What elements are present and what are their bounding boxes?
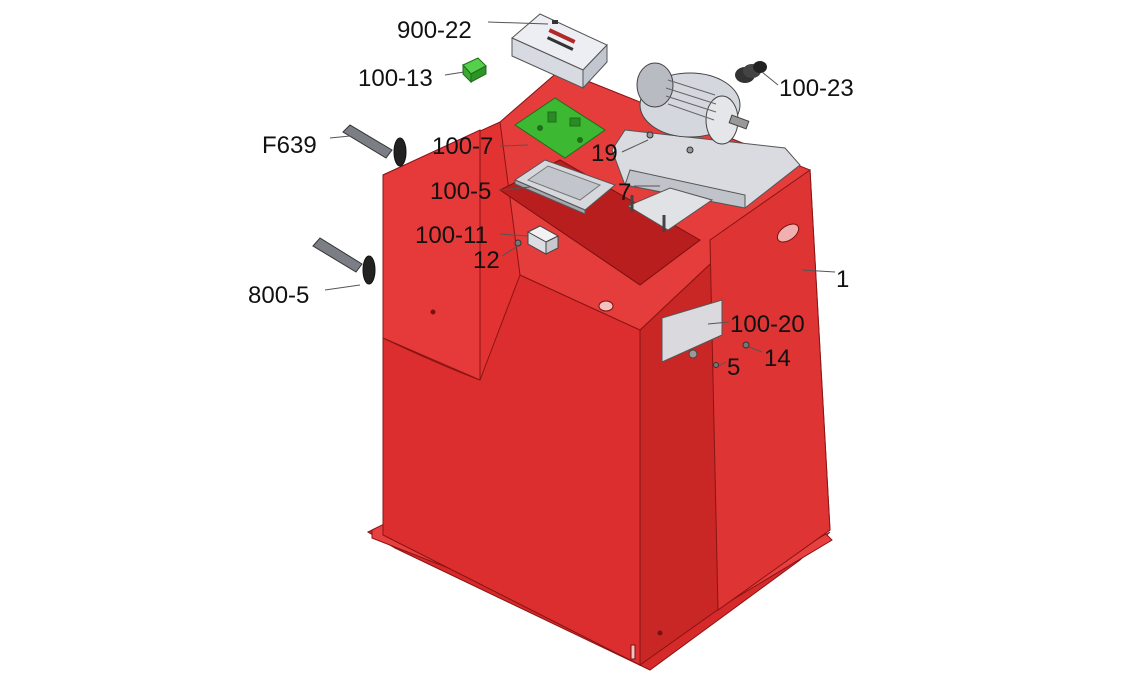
bracket-hole (598, 300, 614, 312)
support-plate-7 (626, 187, 714, 231)
screw-12 (514, 239, 522, 247)
label-100-5: 100-5 (430, 178, 491, 205)
label-100-13: 100-13 (358, 65, 433, 92)
label-7: 7 (618, 179, 631, 206)
label-F639: F639 (262, 132, 317, 159)
label-1: 1 (836, 266, 849, 293)
cable-gland-100-23 (735, 61, 767, 83)
electrical-cover-900-22 (511, 13, 608, 90)
base-hole (657, 630, 663, 636)
levelling-foot-F639 (342, 124, 407, 167)
label-100-7: 100-7 (432, 133, 493, 160)
label-19: 19 (591, 140, 618, 167)
screw-19b (686, 146, 694, 154)
cabinet-side-panel (709, 169, 831, 611)
label-800-5: 800-5 (248, 282, 309, 309)
motor-end-cap (636, 62, 674, 108)
screw-19 (646, 131, 654, 139)
mounting-plate-100-20 (661, 299, 723, 363)
pcb-100-7 (514, 97, 606, 159)
label-100-23: 100-23 (779, 75, 854, 102)
label-5: 5 (727, 354, 740, 381)
plate-hole (688, 349, 698, 359)
levelling-foot-800-5 (312, 237, 376, 285)
hole (430, 309, 436, 315)
screw-5 (713, 362, 719, 368)
motor-fins (665, 79, 717, 121)
label-14: 14 (764, 345, 791, 372)
label-100-11: 100-11 (415, 222, 488, 249)
cabinet-front-panel (382, 129, 481, 381)
label-900-22: 900-22 (397, 17, 472, 44)
base-slot (630, 644, 636, 660)
terminal-block-100-13 (462, 57, 487, 84)
label-12: 12 (473, 247, 500, 274)
pcb-mounting-plate-100-5 (513, 159, 616, 215)
motor-shaft (728, 114, 750, 130)
handle-slot (776, 223, 800, 243)
screw-14 (742, 341, 750, 349)
switch-100-11 (526, 225, 560, 255)
leader-lines (324, 21, 836, 367)
label-100-20: 100-20 (730, 311, 805, 338)
